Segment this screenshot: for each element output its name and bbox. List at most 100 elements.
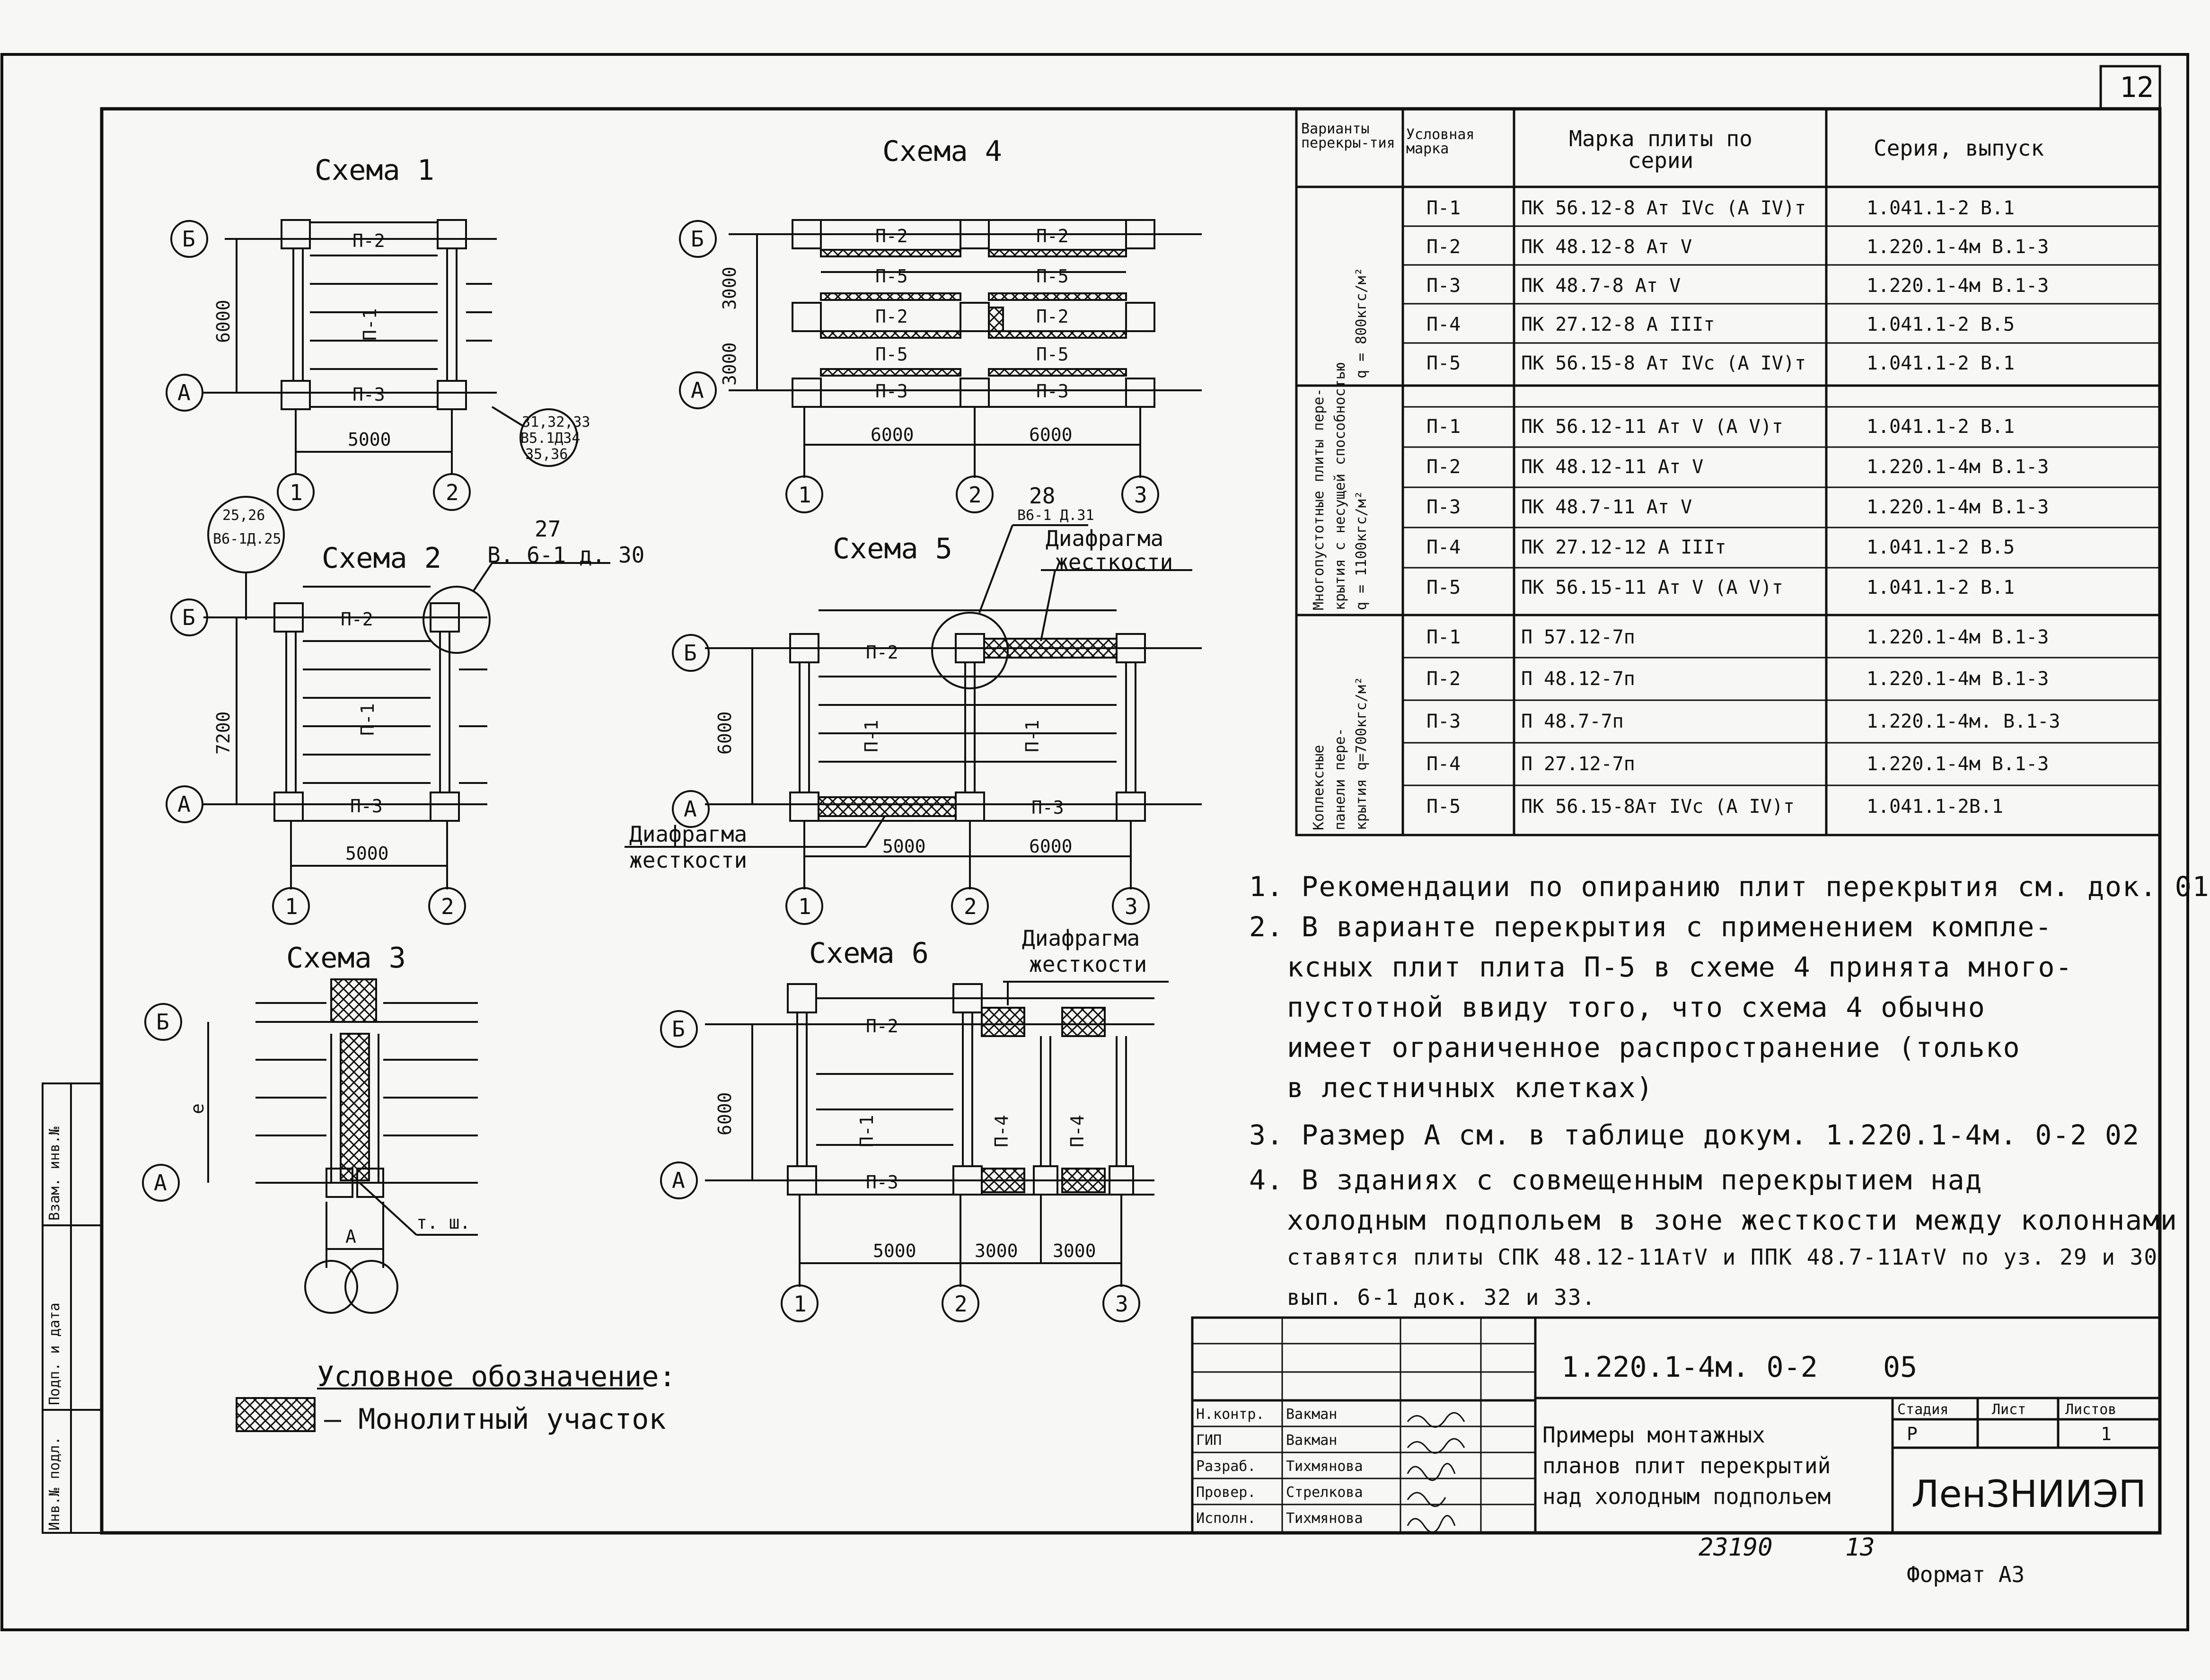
stamp-name: Тихмянова xyxy=(1286,1458,1363,1475)
table-cell-plate: ПК 56.12-8 Ат IVс (А IV)т xyxy=(1521,197,1806,219)
table-cell-plate: П 48.7-7п xyxy=(1521,711,1624,732)
axis-a: А xyxy=(177,380,191,405)
callout-node-ref: В5.1Д34 xyxy=(520,430,581,447)
table-cell-series: 1.041.1-2 В.1 xyxy=(1867,197,2015,219)
paper-format: Формат А3 xyxy=(1907,1562,2025,1587)
note-line: имеет ограниченное распространение (толь… xyxy=(1287,1031,2021,1064)
axis-2: 2 xyxy=(954,1291,968,1317)
callout-node-number: 27 xyxy=(535,516,561,542)
table-row-lines xyxy=(1403,225,2160,786)
table-cell-plate: ПК 48.7-11 Ат V xyxy=(1521,496,1692,518)
table-cell-plate: ПК 56.15-11 Ат V (А V)т xyxy=(1521,577,1783,598)
callout-node-ref: В6-1 Д.31 xyxy=(1017,507,1094,524)
legend-hatch-swatch xyxy=(236,1397,316,1432)
table-group-label: крытия q=700кгс/м² xyxy=(1353,676,1370,830)
table-grid xyxy=(1295,107,2161,836)
plate-label: П-1 xyxy=(360,308,380,341)
plate-label: П-3 xyxy=(866,1172,898,1193)
table-cell-plate: ПК 56.12-11 Ат V (А V)т xyxy=(1521,416,1783,438)
table-group-label: панели пере- xyxy=(1332,728,1348,830)
callout-node-ref: В6-1Д.25 xyxy=(213,531,282,547)
plate-label: П-2 xyxy=(352,230,385,251)
table-cell-mark: П-1 xyxy=(1426,626,1461,648)
plate-label: П-1 xyxy=(357,703,378,736)
note-line: пустотной ввиду того, что схема 4 обычно xyxy=(1287,991,1986,1023)
note-line: в лестничных клетках) xyxy=(1287,1072,1654,1104)
plate-label: П-2 xyxy=(875,306,908,327)
table-cell-mark: П-3 xyxy=(1426,711,1461,732)
axis-1: 1 xyxy=(285,894,298,919)
plate-label: П-1 xyxy=(856,1115,877,1147)
note-line: 1. Рекомендации по опиранию плит перекры… xyxy=(1249,871,2210,903)
table-cell-plate: ПК 27.12-12 А IIIт xyxy=(1521,537,1726,558)
plate-label: П-3 xyxy=(350,796,383,817)
axis-3: 3 xyxy=(1115,1291,1128,1317)
table-cell-plate: ПК 48.12-8 Ат V xyxy=(1521,236,1692,258)
plate-label: П-5 xyxy=(875,266,908,287)
plate-label: П-1 xyxy=(861,720,882,752)
table-cell-series: 1.220.1-4м В.1-3 xyxy=(1867,275,2049,297)
axis-a: А xyxy=(177,792,191,817)
callout-node-ref: 31,32,33 xyxy=(522,414,590,431)
dim-tsh: т. ш. xyxy=(416,1212,471,1233)
sheets-header: Листов xyxy=(2065,1401,2117,1418)
side-stamp-vzam-inv: Взам. инв.№ xyxy=(46,1126,63,1221)
scheme-1-title: Схема 1 xyxy=(315,154,434,187)
dim-5000: 5000 xyxy=(873,1240,916,1261)
drawing-title-line: планов плит перекрытий xyxy=(1542,1453,1831,1478)
note-line: 2. В варианте перекрытия с применением к… xyxy=(1249,911,2053,943)
table-cell-series: 1.220.1-4м В.1-3 xyxy=(1867,753,2049,775)
table-cell-plate: П 48.12-7п xyxy=(1521,668,1635,690)
table-cell-series: 1.041.1-2В.1 xyxy=(1867,796,2003,818)
axis-a: А xyxy=(154,1170,167,1196)
note-line: ксных плит плита П-5 в схеме 4 принята м… xyxy=(1287,951,2073,983)
table-cell-series: 1.220.1-4м В.1-3 xyxy=(1867,626,2049,648)
scheme-4-title: Схема 4 xyxy=(882,135,1002,168)
organization-name: ЛенЗНИИЭП xyxy=(1911,1473,2147,1516)
table-cell-mark: П-1 xyxy=(1426,416,1461,438)
doc-number: 05 xyxy=(1883,1351,1918,1384)
table-cell-mark: П-4 xyxy=(1426,537,1461,558)
axis-2: 2 xyxy=(964,894,977,919)
table-group-label: крытия с несущей способностью xyxy=(1332,362,1348,610)
plate-label: П-3 xyxy=(352,384,385,405)
axis-a: А xyxy=(672,1168,685,1193)
callout-node-ref: 25,26 xyxy=(222,507,265,524)
table-cell-plate: П 27.12-7п xyxy=(1521,753,1635,775)
table-cell-mark: П-4 xyxy=(1426,753,1461,775)
table-cell-mark: П-4 xyxy=(1426,314,1461,335)
dim-6000: 6000 xyxy=(871,424,914,445)
legend-title: Условное обозначение: xyxy=(317,1360,676,1393)
table-header-variants: Варианты перекры-тия xyxy=(1301,121,1395,151)
table-cell-series: 1.220.1-4м В.1-3 xyxy=(1867,456,2049,478)
sheet-number: 12 xyxy=(2120,71,2154,104)
axis-a: А xyxy=(691,378,704,403)
table-cell-mark: П-3 xyxy=(1426,496,1461,518)
scheme-3-title: Схема 3 xyxy=(286,941,406,975)
axis-3: 3 xyxy=(1125,894,1138,919)
axis-3: 3 xyxy=(1134,482,1147,508)
table-header-plate: Марка плиты по серии xyxy=(1569,126,1752,173)
scheme-5-title: Схема 5 xyxy=(833,532,952,565)
note-line: холодным подпольем в зоне жесткости межд… xyxy=(1287,1204,2178,1236)
table-cell-mark: П-5 xyxy=(1426,352,1461,374)
table-cell-series: 1.041.1-2 В.1 xyxy=(1867,577,2015,598)
table-cell-series: 1.220.1-4м В.1-3 xyxy=(1867,496,2049,518)
table-cell-plate: ПК 27.12-8 А IIIт xyxy=(1521,314,1715,335)
diaphragm-label: Диафрагма xyxy=(629,821,748,847)
table-group-label: Коплексные xyxy=(1311,745,1327,830)
side-stamp-lines xyxy=(42,1082,103,1534)
plate-label: П-3 xyxy=(1031,797,1064,818)
table-cell-mark: П-3 xyxy=(1426,275,1461,297)
title-block-rows xyxy=(1192,1318,1535,1533)
axis-2: 2 xyxy=(969,482,982,508)
scheme-3-lines xyxy=(207,978,478,1314)
plate-label: П-2 xyxy=(866,1016,898,1037)
dim-7200: 7200 xyxy=(213,711,234,755)
plate-label: П-2 xyxy=(1036,306,1069,327)
dim-a: А xyxy=(345,1226,356,1247)
table-cell-mark: П-1 xyxy=(1426,197,1461,219)
plate-label: П-5 xyxy=(875,344,908,365)
axis-bubbles xyxy=(142,220,1159,1322)
dim-3000: 3000 xyxy=(975,1240,1018,1261)
